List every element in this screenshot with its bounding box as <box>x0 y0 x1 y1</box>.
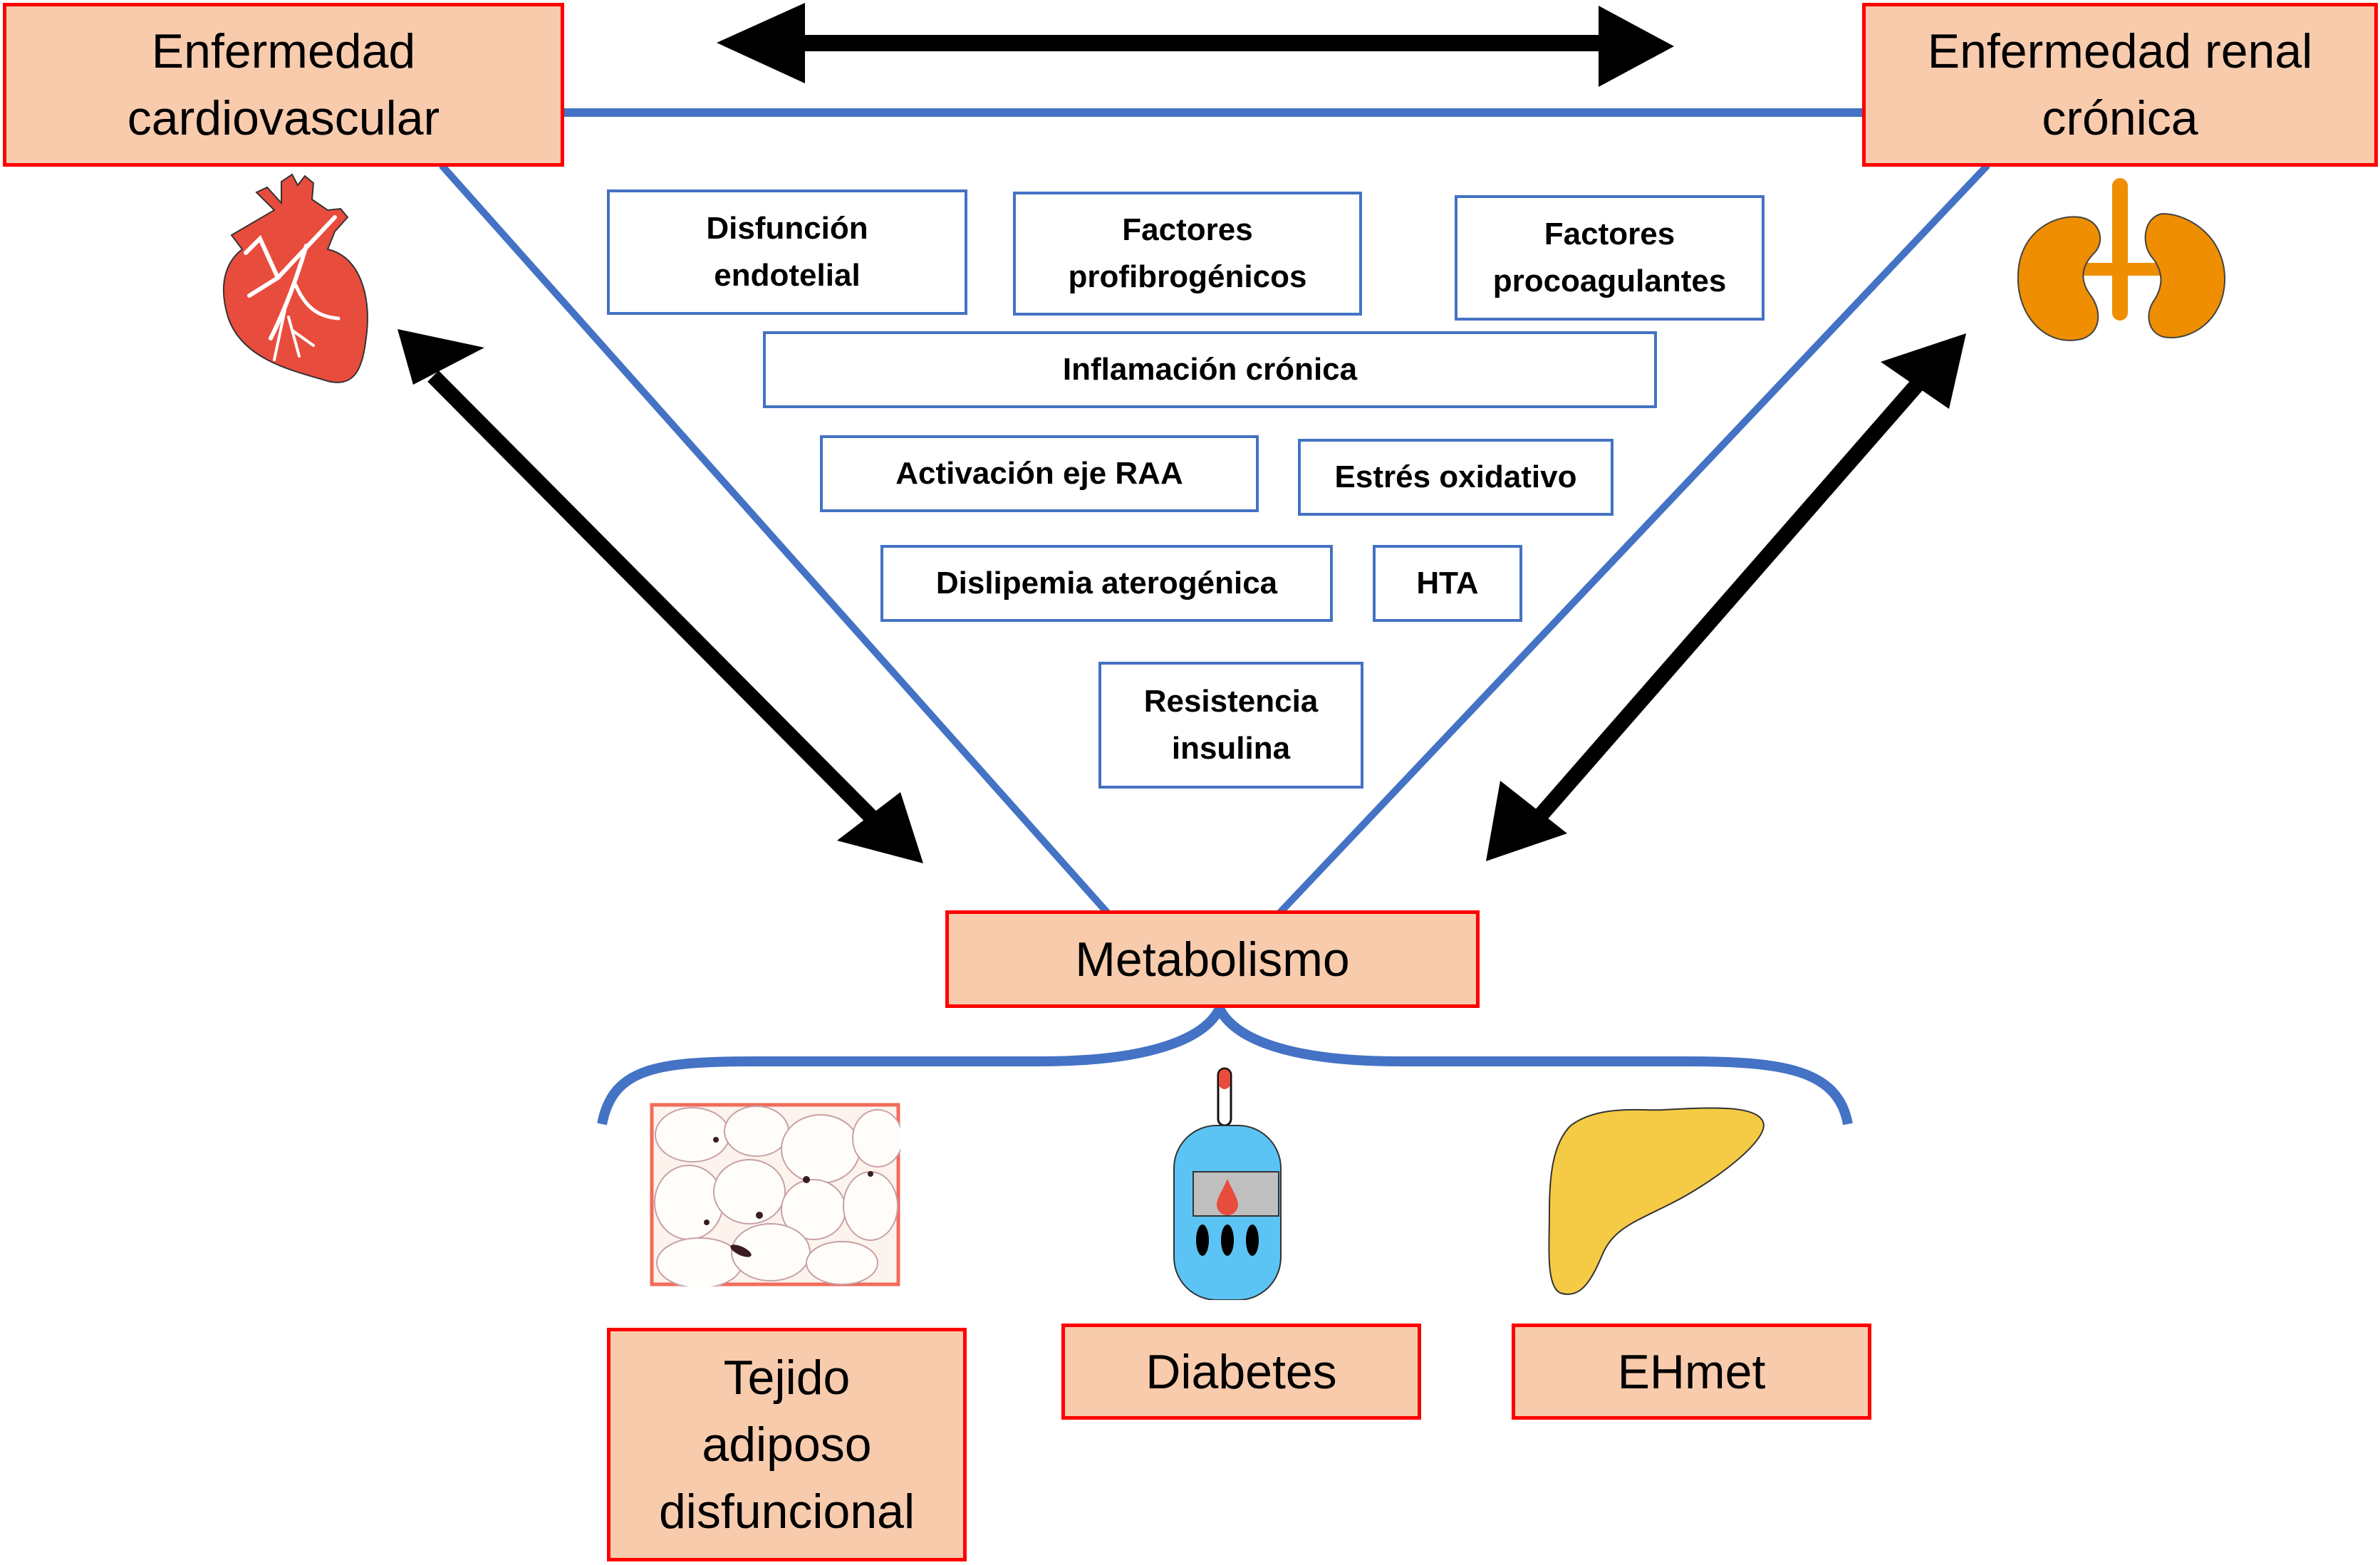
node-tejido-adiposo-disfuncional: Tejido adiposo disfuncional <box>607 1328 967 1561</box>
heart-icon <box>222 173 368 383</box>
factor-activacion-eje-raa: Activación eje RAA <box>820 435 1259 512</box>
adipose-tissue-icon <box>650 1103 900 1286</box>
factor-dislipemia-aterogenica: Dislipemia aterogénica <box>880 545 1333 622</box>
factor-inflamacion-cronica: Inflamación crónica <box>763 331 1657 408</box>
kidneys-icon <box>2017 178 2226 341</box>
liver-icon <box>1548 1107 1765 1295</box>
factor-profibrogenicos: Factores profibrogénicos <box>1013 192 1362 316</box>
arrow-head-metabolismo-right <box>1486 781 1567 861</box>
factor-procoagulantes: Factores procoagulantes <box>1455 195 1765 321</box>
node-enfermedad-cardiovascular: Enfermedad cardiovascular <box>3 3 564 167</box>
arrow-cardio-renal <box>717 3 1674 87</box>
arrow-head-metabolismo-left <box>837 792 923 863</box>
factor-resistencia-insulina: Resistencia insulina <box>1098 662 1363 789</box>
arrow-renal-metabolismo-shaft <box>1531 372 1930 825</box>
triangle-right-edge <box>1276 162 1990 917</box>
factor-hta: HTA <box>1373 545 1522 622</box>
node-ehmet: EHmet <box>1512 1324 1871 1420</box>
factor-disfuncion-endotelial: Disfunción endotelial <box>607 189 967 315</box>
triangle-left-edge <box>439 162 1111 917</box>
node-enfermedad-renal-cronica: Enfermedad renal crónica <box>1862 3 2378 167</box>
arrow-cardio-metabolismo-shaft <box>427 370 879 825</box>
glucometer-icon <box>1173 1067 1282 1300</box>
arrow-head-renal <box>1881 333 1966 409</box>
brace-connector <box>597 997 1853 1125</box>
node-diabetes: Diabetes <box>1061 1324 1421 1420</box>
node-metabolismo: Metabolismo <box>945 910 1480 1008</box>
factor-estres-oxidativo: Estrés oxidativo <box>1298 439 1613 516</box>
arrow-head-cardio <box>397 329 484 385</box>
